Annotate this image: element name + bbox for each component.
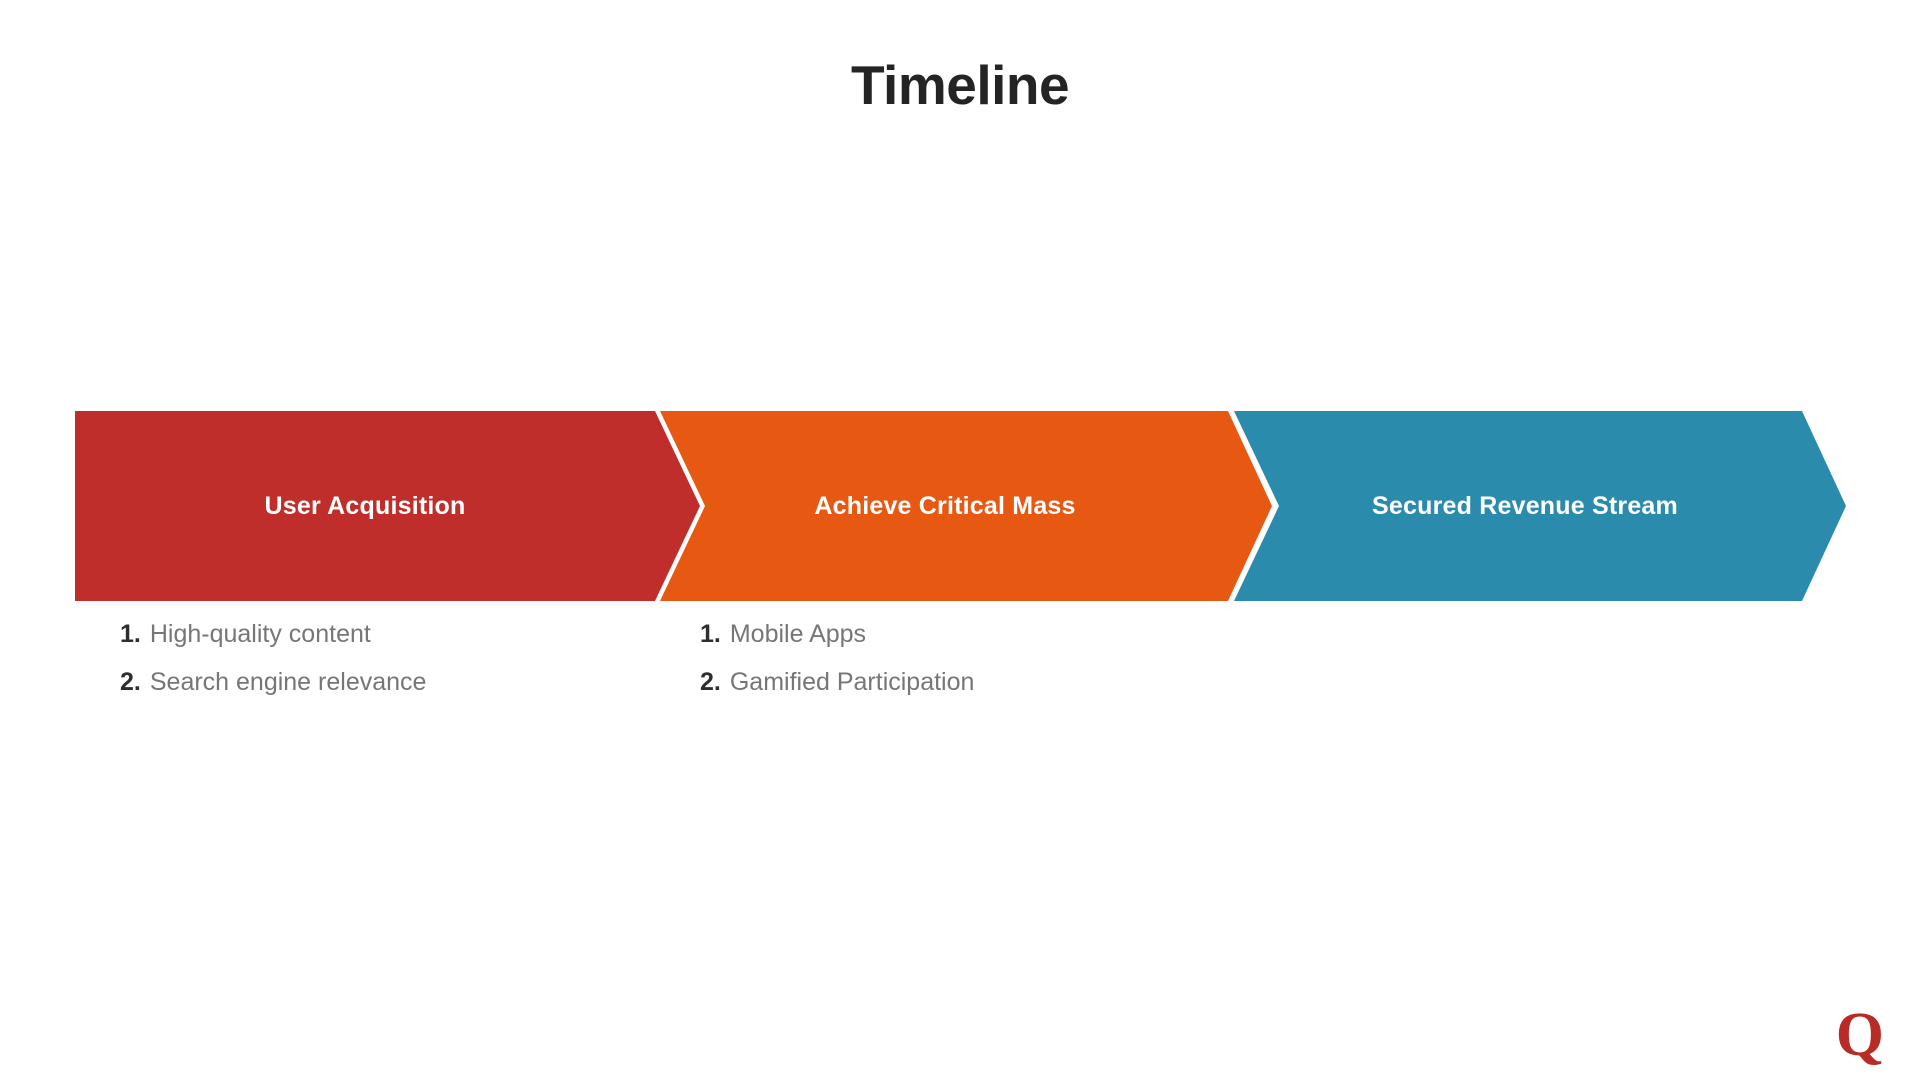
list-item-number: 1. [120,620,141,648]
timeline-stage-shape-3[interactable] [1234,411,1846,601]
list-item-label: Gamified Participation [729,668,975,696]
timeline-stage-items-user-acquisition: 1. High-quality content 2. Search engine… [120,620,426,716]
list-item-label: Search engine relevance [149,668,427,696]
list-item-label: Mobile Apps [729,620,867,648]
list-item-number: 1. [700,620,721,648]
list-item-number: 2. [120,668,141,696]
list-item: 1. High-quality content [120,620,426,649]
list-item-label: High-quality content [149,620,371,648]
timeline-stage-shape-1[interactable] [75,411,700,601]
list-item-number: 2. [700,668,721,696]
quora-logo-icon: Q [1835,1001,1884,1069]
page-title: Timeline [850,54,1070,116]
timeline-chevron-band [0,411,1920,601]
timeline-stage-shape-2[interactable] [660,411,1272,601]
list-item: 2. Gamified Participation [700,668,974,697]
list-item: 2. Search engine relevance [120,668,426,697]
list-item: 1. Mobile Apps [700,620,974,649]
timeline-stage-items-achieve-critical-mass: 1. Mobile Apps 2. Gamified Participation [700,620,974,716]
